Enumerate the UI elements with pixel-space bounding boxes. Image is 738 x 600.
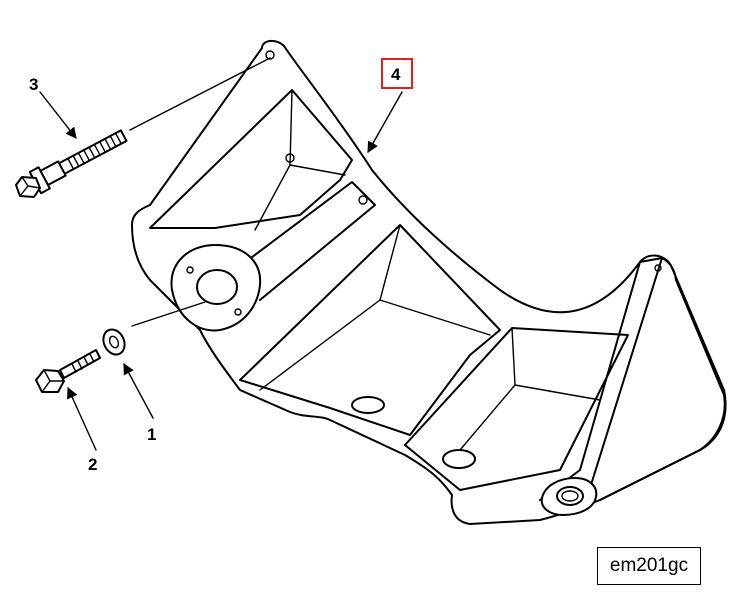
- figure-id-label: em201gc: [609, 555, 689, 576]
- figure-id-box: em201gc: [597, 547, 701, 585]
- callout-2: 2: [88, 455, 97, 474]
- callout-4-highlight-box: [381, 58, 413, 89]
- leader-lines: [39, 91, 403, 451]
- mounting-bracket: [131, 40, 727, 525]
- callout-1: 1: [147, 425, 156, 444]
- washer: [102, 328, 126, 356]
- short-bolt: [35, 301, 206, 393]
- callout-4: 4: [391, 65, 401, 84]
- long-bolt: [15, 57, 271, 198]
- callout-3: 3: [29, 75, 38, 94]
